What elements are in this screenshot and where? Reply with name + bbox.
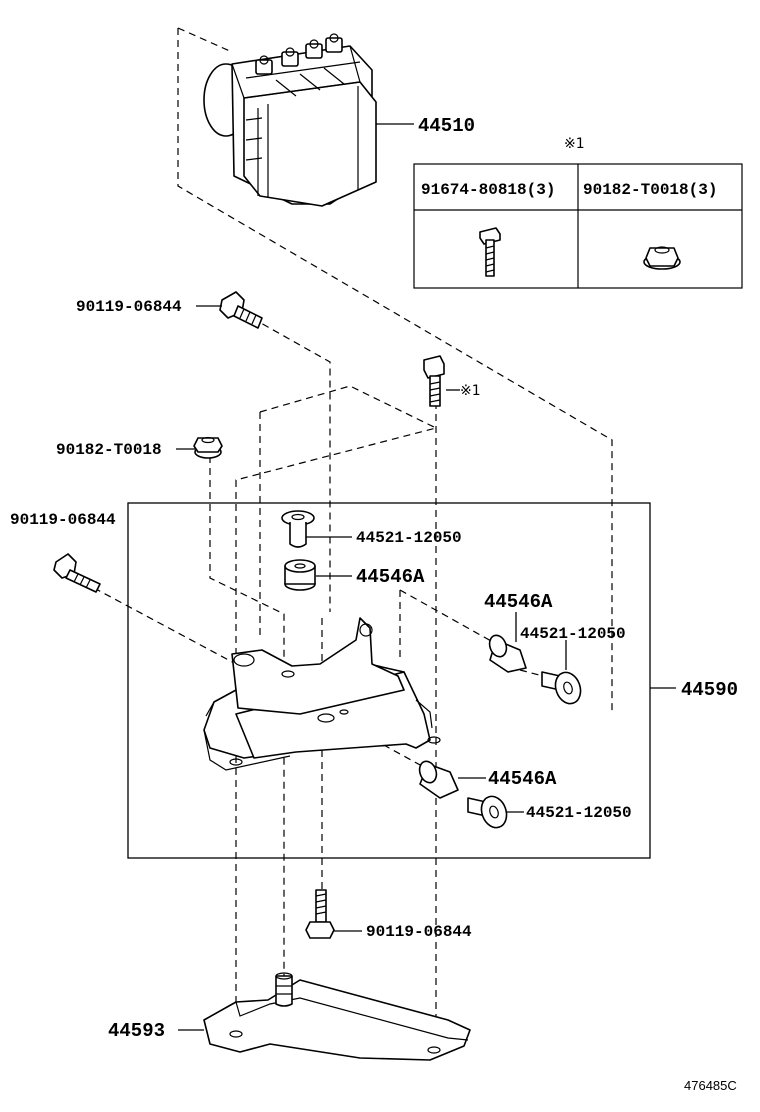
table-header-mark: ※1 bbox=[564, 136, 585, 152]
collar-right bbox=[541, 671, 582, 705]
cushion-right bbox=[488, 634, 527, 673]
label-lower-bracket: 44593 bbox=[108, 1020, 165, 1042]
label-collar-right: 44521-12050 bbox=[520, 625, 626, 643]
bolt-ref1 bbox=[423, 355, 445, 407]
bracket-body bbox=[203, 617, 441, 771]
collar-lower bbox=[467, 795, 508, 829]
nut-left bbox=[193, 436, 223, 459]
label-bolt-left: 90119-06844 bbox=[10, 511, 116, 529]
label-cushion-lower: 44546A bbox=[488, 768, 557, 790]
label-ref-bolt: ※1 bbox=[460, 383, 481, 399]
label-bracket-assy: 44590 bbox=[681, 679, 738, 701]
label-bolt-top: 90119-06844 bbox=[76, 298, 182, 316]
cushion-upper bbox=[284, 559, 316, 591]
abs-actuator bbox=[203, 33, 377, 207]
reference-table: ※1 91674-80818(3) 90182-T0018(3) bbox=[413, 136, 743, 289]
bolt-bottom bbox=[305, 889, 335, 939]
label-actuator: 44510 bbox=[418, 115, 475, 137]
lower-bracket bbox=[203, 972, 471, 1061]
nut-icon bbox=[643, 246, 681, 270]
bolt-top bbox=[219, 291, 263, 329]
label-cushion-upper: 44546A bbox=[356, 566, 425, 588]
table-col1-label: 91674-80818(3) bbox=[421, 181, 555, 199]
label-bolt-bottom: 90119-06844 bbox=[366, 923, 472, 941]
label-cushion-right: 44546A bbox=[484, 591, 553, 613]
label-collar-upper: 44521-12050 bbox=[356, 529, 462, 547]
actuator-ports bbox=[255, 33, 343, 75]
bolt-icon bbox=[479, 227, 501, 277]
label-nut-left: 90182-T0018 bbox=[56, 441, 162, 459]
bolt-left bbox=[53, 553, 101, 593]
collar-upper bbox=[281, 510, 315, 548]
label-collar-lower: 44521-12050 bbox=[526, 804, 632, 822]
cushion-lower bbox=[418, 760, 459, 799]
figure-id: 476485C bbox=[684, 1078, 737, 1093]
table-col2-label: 90182-T0018(3) bbox=[583, 181, 717, 199]
bracket-assy-box bbox=[127, 502, 651, 859]
